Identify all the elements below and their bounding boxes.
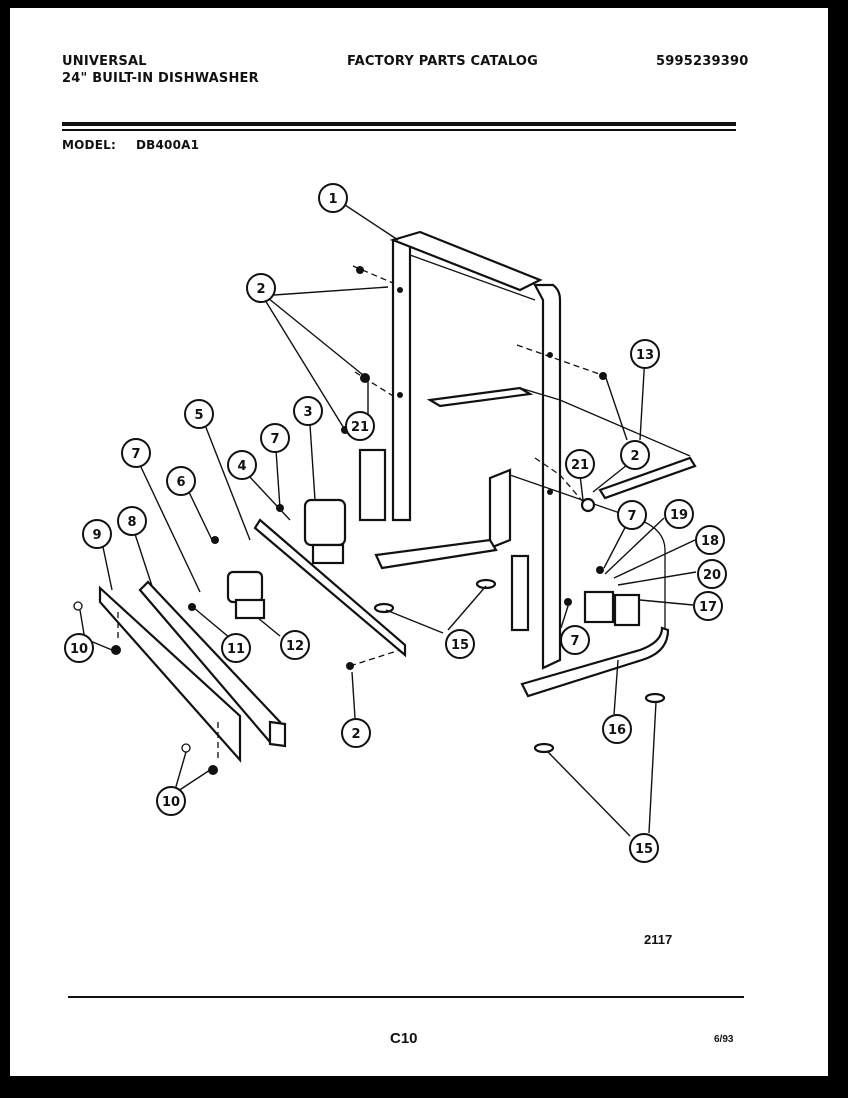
svg-text:15: 15	[451, 638, 469, 653]
callout-10-bottom: 10	[156, 786, 186, 816]
model-number: DB400A1	[136, 138, 200, 152]
svg-text:7: 7	[131, 447, 140, 462]
valve-assembly-drawing	[226, 448, 641, 632]
callout-10-left: 10	[64, 633, 94, 663]
catalog-title: FACTORY PARTS CATALOG	[347, 54, 538, 69]
parts-catalog-page: UNIVERSAL 24" BUILT-IN DISHWASHER FACTOR…	[10, 8, 828, 1076]
svg-text:2: 2	[256, 282, 265, 297]
catalog-number: 5995239390	[656, 54, 749, 69]
exploded-parts-diagram: 1 2 2 2 3 4 5 6 7 7 7 7 8 9 10 10 11 12 …	[64, 183, 727, 863]
svg-text:9: 9	[92, 528, 101, 543]
page-code: C10	[390, 1030, 418, 1047]
svg-text:1: 1	[328, 192, 337, 207]
callout-2-right: 2	[620, 440, 650, 470]
svg-text:20: 20	[703, 568, 721, 583]
left-rails-drawing	[98, 518, 407, 763]
callout-16: 16	[602, 714, 632, 744]
callout-7-right-bottom: 7	[560, 625, 590, 655]
callout-8: 8	[117, 506, 147, 536]
header-rule-thick	[62, 122, 736, 126]
screw-path-2b	[354, 371, 394, 397]
door-frame-drawing	[389, 230, 562, 670]
callout-15-middle: 15	[445, 629, 475, 659]
callout-20: 20	[697, 559, 727, 589]
header-rule-thin	[62, 129, 736, 131]
callout-11: 11	[221, 633, 251, 663]
svg-text:18: 18	[701, 534, 719, 549]
svg-text:5: 5	[194, 408, 203, 423]
callout-2-bottom: 2	[341, 718, 371, 748]
svg-text:2: 2	[630, 449, 639, 464]
wire-path-21	[534, 457, 591, 511]
callout-2-top: 2	[246, 273, 276, 303]
callout-3: 3	[293, 396, 323, 426]
svg-text:15: 15	[635, 842, 653, 857]
callout-4: 4	[227, 450, 257, 480]
callout-7-right-top: 7	[617, 500, 647, 530]
screw-path-2a	[352, 265, 394, 284]
svg-text:17: 17	[699, 600, 717, 615]
svg-text:3: 3	[303, 405, 312, 420]
diagram-artwork: 1 2 2 2 3 4 5 6 7 7 7 7 8 9 10 10 11 12 …	[64, 183, 727, 863]
callout-19: 19	[664, 499, 694, 529]
svg-text:4: 4	[237, 459, 246, 474]
figure-number: 2117	[644, 932, 673, 947]
svg-text:8: 8	[127, 515, 136, 530]
support-bar-drawing	[426, 386, 697, 500]
callout-15-bottom: 15	[629, 833, 659, 863]
callout-12: 12	[280, 630, 310, 660]
svg-text:19: 19	[670, 508, 688, 523]
svg-text:11: 11	[227, 642, 245, 657]
footer-rule	[68, 996, 744, 998]
callout-9: 9	[82, 519, 112, 549]
base-rail-drawing	[374, 468, 670, 698]
svg-text:16: 16	[608, 723, 626, 738]
svg-text:21: 21	[571, 458, 589, 473]
print-date: 6/93	[714, 1034, 734, 1045]
callout-17: 17	[693, 591, 723, 621]
model-label: MODEL:	[62, 138, 116, 152]
callout-7-left: 7	[121, 438, 151, 468]
callout-7-top: 7	[260, 423, 290, 453]
svg-text:6: 6	[176, 475, 185, 490]
svg-text:7: 7	[570, 634, 579, 649]
svg-text:7: 7	[627, 509, 636, 524]
svg-text:12: 12	[286, 639, 304, 654]
svg-text:10: 10	[162, 795, 180, 810]
svg-text:7: 7	[270, 432, 279, 447]
svg-text:13: 13	[636, 348, 654, 363]
svg-text:10: 10	[70, 642, 88, 657]
callout-6: 6	[166, 466, 196, 496]
callout-13: 13	[630, 339, 660, 369]
callout-5: 5	[184, 399, 214, 429]
brand-name: UNIVERSAL	[62, 54, 147, 69]
svg-text:2: 2	[351, 727, 360, 742]
callout-1: 1	[318, 183, 348, 213]
product-subtitle: 24" BUILT-IN DISHWASHER	[62, 71, 259, 86]
callout-18: 18	[695, 525, 725, 555]
screw-path-2c	[349, 649, 401, 667]
callout-21-left: 21	[345, 411, 375, 441]
callout-21-right: 21	[565, 449, 595, 479]
screw-path-13	[516, 344, 603, 376]
svg-text:21: 21	[351, 420, 369, 435]
leader-lines	[79, 204, 697, 837]
